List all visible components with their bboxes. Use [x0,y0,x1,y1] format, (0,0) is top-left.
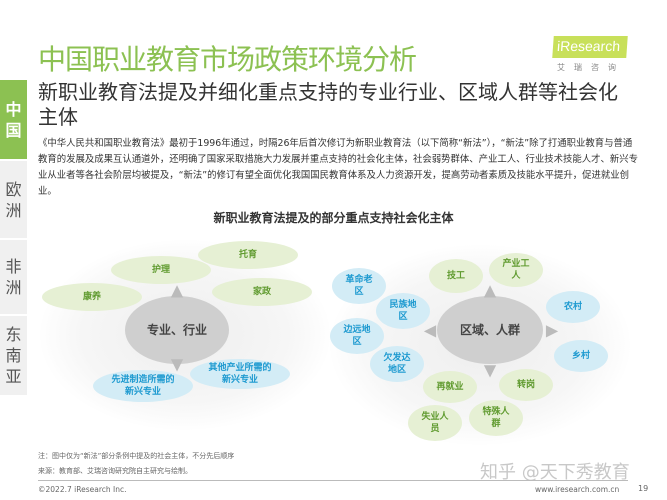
node: 康养 [42,283,142,311]
node: 护理 [111,256,211,284]
copyright: ©2022.7 iResearch Inc. [38,485,127,494]
node: 乡村 [554,340,608,372]
sidebar-item-label: 东南亚 [5,325,22,386]
sidebar-item-label: 非洲 [5,257,22,297]
arrow-up-icon: ▲ [483,280,497,300]
footnote: 注：图中仅为“新法”部分条例中提及的社会主体，不分先后顺序来源：教育部、艾瑞咨询… [38,449,234,479]
note-text: 注：图中仅为“新法”部分条例中提及的社会主体，不分先后顺序 [38,452,235,460]
source-text: 来源：教育部、艾瑞咨询研究院自主研究与绘制。 [38,467,192,475]
node: 欠发达地区 [370,346,424,382]
sidebar-item-southeast-asia[interactable]: 东南亚 [0,316,27,396]
sidebar-item-europe[interactable]: 欧洲 [0,161,27,239]
node: 转岗 [499,369,553,401]
arrow-up-icon: ▲ [170,280,184,300]
node: 家政 [212,278,312,306]
arrow-right-icon: ▶ [545,320,559,340]
sidebar-item-label: 欧洲 [5,179,22,220]
node: 产业工人 [489,253,543,287]
node: 农村 [546,291,600,323]
center-node: 区域、人群 [437,296,543,364]
iresearch-logo: iResearch [552,36,628,58]
arrow-down-icon: ▼ [483,360,497,380]
node: 民族地区 [376,293,430,329]
sidebar-item-label: 中国 [5,99,22,140]
subtitle: 新职业教育法提及并细化重点支持的专业行业、区域人群等社会化主体 [38,80,618,129]
website-link[interactable]: www.iresearch.com.cn [535,485,620,494]
node: 失业人员 [408,405,462,441]
footer-divider [38,480,628,481]
sidebar-item-china[interactable]: 中国 [0,80,27,160]
watermark: 知乎 @天下秀教育 [480,462,630,483]
description: 《中华人民共和国职业教育法》最初于1996年通过，时隔26年后首次修订为新职业教… [38,138,639,197]
arrow-down-icon: ▼ [170,354,184,374]
node: 其他产业所需的新兴专业 [190,359,290,389]
logo-subtitle: 艾瑞咨询 [557,63,625,72]
diagram-title: 新职业教育法提及的部分重点支持社会化主体 [213,211,454,225]
node: 再就业 [423,371,477,403]
node: 托育 [198,241,298,269]
arrow-left-icon: ◀ [423,320,437,340]
node: 先进制造所需的新兴专业 [93,370,193,402]
node: 特殊人群 [469,400,523,436]
center-node: 专业、行业 [125,296,229,364]
node: 革命老区 [332,268,386,304]
page-title: 中国职业教育市场政策环境分析 [38,43,417,76]
page-number: 19 [638,484,649,493]
node: 技工 [429,259,483,293]
node: 边远地区 [330,318,384,354]
sidebar-item-africa[interactable]: 非洲 [0,240,27,315]
